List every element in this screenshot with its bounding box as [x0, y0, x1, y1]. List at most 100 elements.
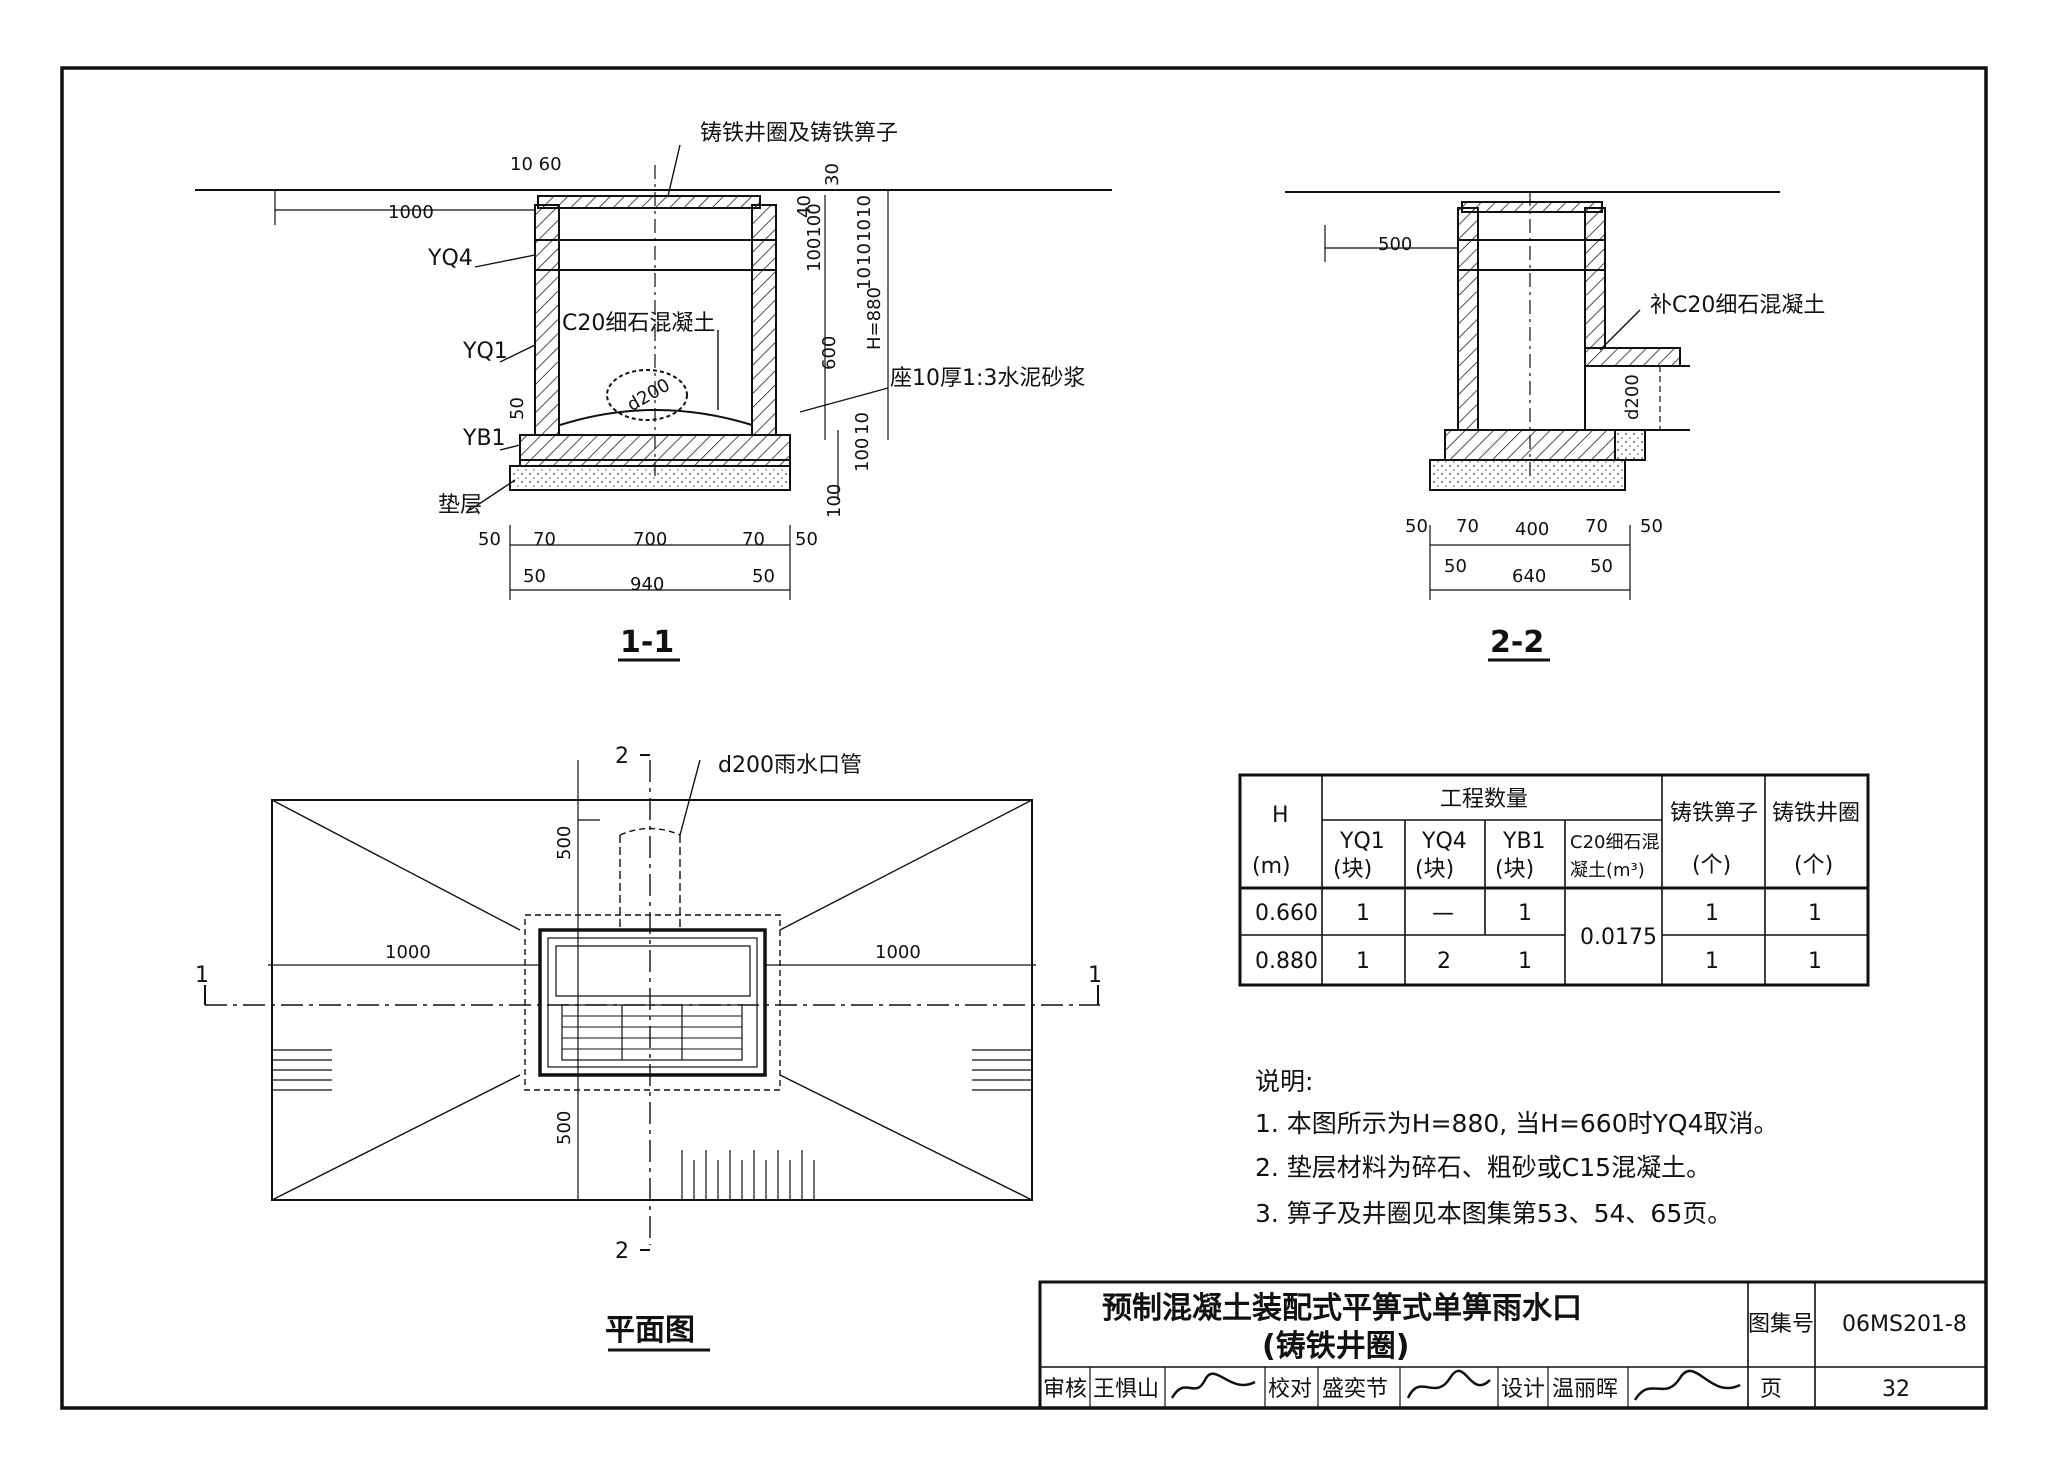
table-row2-yq1: 1 — [1356, 949, 1370, 974]
yb1-label: YB1 — [462, 426, 506, 451]
design-label: 设计 — [1501, 1377, 1545, 1402]
dim-10-e: 10 — [852, 412, 873, 435]
check-label: 校对 — [1268, 1377, 1312, 1402]
table-h-header: H — [1272, 803, 1289, 828]
s2-concrete-label: 补C20细石混凝土 — [1650, 293, 1825, 318]
s2-dim-b-50-b: 50 — [1640, 516, 1663, 537]
plan-view — [204, 754, 1100, 1352]
table-row2-yq4: 2 — [1437, 949, 1451, 974]
table-col-yq1-bottom: (块) — [1333, 857, 1372, 882]
table-group-header: 工程数量 — [1440, 787, 1528, 812]
check-signature — [1406, 1369, 1491, 1399]
table-col-yq1-top: YQ1 — [1339, 829, 1385, 854]
section-2-2-title: 2-2 — [1490, 625, 1544, 660]
review-label: 审核 — [1043, 1377, 1087, 1402]
mortar-label: 座10厚1:3水泥砂浆 — [890, 366, 1085, 391]
s2-dim-c-50-a: 50 — [1444, 556, 1467, 577]
section-2-2 — [1285, 191, 1780, 662]
dim-c-50-b: 50 — [752, 566, 775, 587]
table-concrete-value: 0.0175 — [1580, 925, 1657, 950]
table-col-yb1-top: YB1 — [1502, 829, 1546, 854]
notes-heading: 说明: — [1255, 1067, 1313, 1096]
plan-dim-500-bottom: 500 — [554, 1111, 575, 1145]
dim-1000: 1000 — [388, 202, 434, 223]
design-signature — [1633, 1369, 1741, 1401]
dim-30: 30 — [822, 163, 843, 186]
table-row1-grate: 1 — [1705, 901, 1719, 926]
drawing-title-line1: 预制混凝土装配式平箅式单箅雨水口 — [1102, 1291, 1582, 1326]
yq1-label: YQ1 — [462, 339, 508, 364]
table-row2-h: 0.880 — [1255, 949, 1318, 974]
table-col-yq4-bottom: (块) — [1415, 857, 1454, 882]
dim-c-50-a: 50 — [523, 566, 546, 587]
design-name: 温丽晖 — [1552, 1377, 1618, 1402]
c20-concrete-label: C20细石混凝土 — [562, 311, 715, 336]
table-row1-yb1: 1 — [1518, 901, 1532, 926]
table-col-yb1-bottom: (块) — [1495, 857, 1534, 882]
table-row2-grate: 1 — [1705, 949, 1719, 974]
dim-b-70-a: 70 — [533, 529, 556, 550]
plan-cut-2-bottom: 2 — [615, 1239, 629, 1264]
dim-100-100: 100100 — [804, 203, 825, 272]
dim-10-d: 10 — [854, 267, 875, 290]
plan-dim-1000-right: 1000 — [875, 942, 921, 963]
quantity-table — [1238, 773, 1870, 987]
atlas-label: 图集号 — [1748, 1312, 1814, 1337]
page-number: 32 — [1882, 1377, 1910, 1402]
table-row2-yb1: 1 — [1518, 949, 1532, 974]
table-row1-yq1: 1 — [1356, 901, 1370, 926]
plan-title: 平面图 — [605, 1313, 695, 1348]
s2-dim-500: 500 — [1378, 234, 1412, 255]
table-col-yq4-top: YQ4 — [1421, 829, 1467, 854]
table-col-ring-top: 铸铁井圈 — [1772, 801, 1860, 826]
drawing-title-line2: (铸铁井圈) — [1262, 1329, 1409, 1364]
dim-100-b: 100 — [824, 484, 845, 518]
review-signature — [1170, 1372, 1256, 1399]
table-row1-ring: 1 — [1808, 901, 1822, 926]
dim-b-700: 700 — [633, 529, 667, 550]
table-h-unit: (m) — [1252, 854, 1291, 879]
page-label: 页 — [1760, 1377, 1782, 1402]
table-col-c20-bottom: 凝土(m³) — [1570, 860, 1645, 881]
dim-10-c: 10 — [854, 243, 875, 266]
table-row1-h: 0.660 — [1255, 901, 1318, 926]
dim-40: 40 — [794, 195, 815, 218]
dim-10-b: 10 — [854, 219, 875, 242]
dim-10-a: 10 — [854, 195, 875, 218]
s2-pipe-label: d200 — [1622, 374, 1643, 420]
plan-dim-500-top: 500 — [554, 826, 575, 860]
review-name: 王惧山 — [1093, 1377, 1159, 1402]
plan-cut-2-top: 2 — [615, 744, 629, 769]
sheet-border — [60, 66, 1988, 1410]
title-block — [1038, 1280, 1988, 1410]
s2-dim-c-640: 640 — [1512, 566, 1546, 587]
table-col-grate-top: 铸铁箅子 — [1670, 801, 1758, 826]
dim-c-940: 940 — [630, 574, 664, 595]
dim-b-50-a: 50 — [478, 529, 501, 550]
grate-ring-label: 铸铁井圈及铸铁箅子 — [700, 121, 898, 146]
plan-cut-1-right: 1 — [1088, 963, 1102, 988]
plan-dim-1000-left: 1000 — [385, 942, 431, 963]
note-item-1: 1. 本图所示为H=880, 当H=660时YQ4取消。 — [1255, 1109, 1778, 1138]
check-name: 盛奕节 — [1322, 1377, 1388, 1402]
dim-b-70-b: 70 — [742, 529, 765, 550]
note-item-3: 3. 箅子及井圈见本图集第53、54、65页。 — [1255, 1199, 1732, 1228]
table-col-grate-bottom: (个) — [1692, 853, 1731, 878]
dim-b-50-b: 50 — [795, 529, 818, 550]
dim-10-60: 10 60 — [510, 154, 562, 175]
dim-100-a: 100 — [852, 438, 873, 472]
dim-h: H=880 — [864, 287, 885, 350]
table-col-c20-top: C20细石混 — [1570, 832, 1659, 853]
s2-dim-b-400: 400 — [1515, 519, 1549, 540]
section-1-1 — [195, 144, 1112, 662]
plan-cut-1-left: 1 — [195, 963, 209, 988]
dim-50-vertical: 50 — [507, 397, 528, 420]
atlas-number: 06MS201-8 — [1842, 1312, 1967, 1337]
yq4-label: YQ4 — [427, 246, 473, 271]
s2-dim-b-70-a: 70 — [1456, 516, 1479, 537]
plan-pipe-label: d200雨水口管 — [718, 753, 862, 778]
table-row1-yq4: — — [1432, 901, 1454, 926]
table-row2-ring: 1 — [1808, 949, 1822, 974]
table-col-ring-bottom: (个) — [1794, 853, 1833, 878]
